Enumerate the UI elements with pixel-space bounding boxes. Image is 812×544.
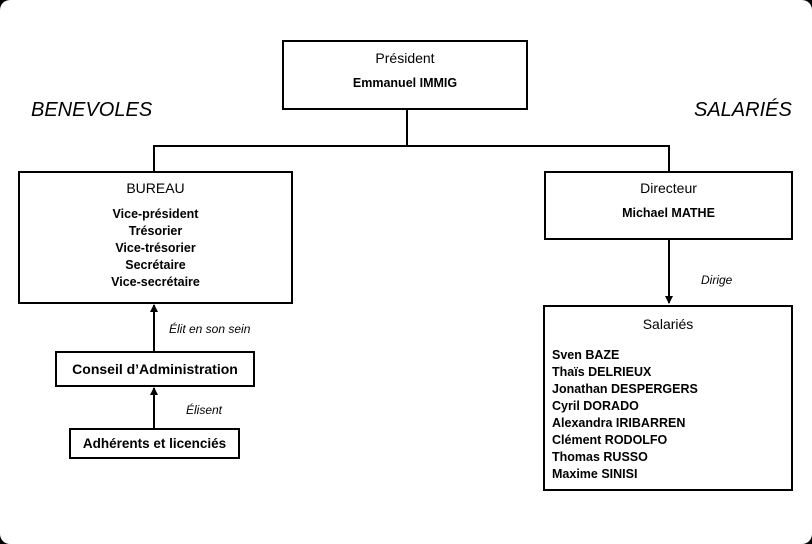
salarie-name: Thaïs DELRIEUX: [552, 365, 652, 379]
president-name: Emmanuel IMMIG: [352, 76, 458, 90]
salarie-name: Clément RODOLFO: [552, 433, 668, 447]
adherents-box: Adhérents et licenciés: [69, 428, 240, 459]
bureau-role: Vice-secrétaire: [111, 275, 200, 289]
salarie-name: Thomas RUSSO: [552, 450, 648, 464]
dirige-label: Dirige: [701, 273, 733, 287]
directeur-box: Directeur Michael MATHE: [544, 171, 793, 240]
salaries-side-label: SALARIÉS: [694, 99, 792, 121]
adherents-label: Adhérents et licenciés: [82, 436, 227, 451]
salarie-name: Jonathan DESPERGERS: [552, 382, 698, 396]
directeur-name: Michael MATHE: [622, 206, 715, 220]
salaries-box: Salariés Sven BAZE Thaïs DELRIEUX Jonath…: [543, 305, 793, 491]
salaries-title: Salariés: [642, 316, 694, 332]
salarie-name: Sven BAZE: [552, 348, 620, 362]
president-title: Président: [375, 50, 435, 66]
conseil-label: Conseil d’Administration: [72, 361, 238, 377]
bureau-box: BUREAU Vice-président Trésorier Vice-tré…: [18, 171, 293, 304]
salarie-name: Maxime SINISI: [552, 467, 638, 481]
bureau-role: Trésorier: [128, 224, 183, 238]
bureau-role: Vice-trésorier: [115, 241, 196, 255]
salarie-name: Alexandra IRIBARREN: [552, 416, 686, 430]
president-box: Président Emmanuel IMMIG: [282, 40, 528, 110]
bureau-title: BUREAU: [126, 180, 185, 196]
salarie-name: Cyril DORADO: [552, 399, 639, 413]
bureau-roles: Vice-président Trésorier Vice-trésorier …: [20, 206, 291, 291]
directeur-title: Directeur: [640, 180, 697, 196]
benevoles-label: BENEVOLES: [31, 99, 153, 121]
conseil-box: Conseil d’Administration: [55, 351, 255, 387]
bureau-role: Secrétaire: [125, 258, 186, 272]
elit-label: Élit en son sein: [169, 322, 251, 336]
salaries-list: Sven BAZE Thaïs DELRIEUX Jonathan DESPER…: [552, 347, 698, 483]
bureau-role: Vice-président: [112, 207, 199, 221]
elisent-label: Élisent: [186, 403, 223, 417]
